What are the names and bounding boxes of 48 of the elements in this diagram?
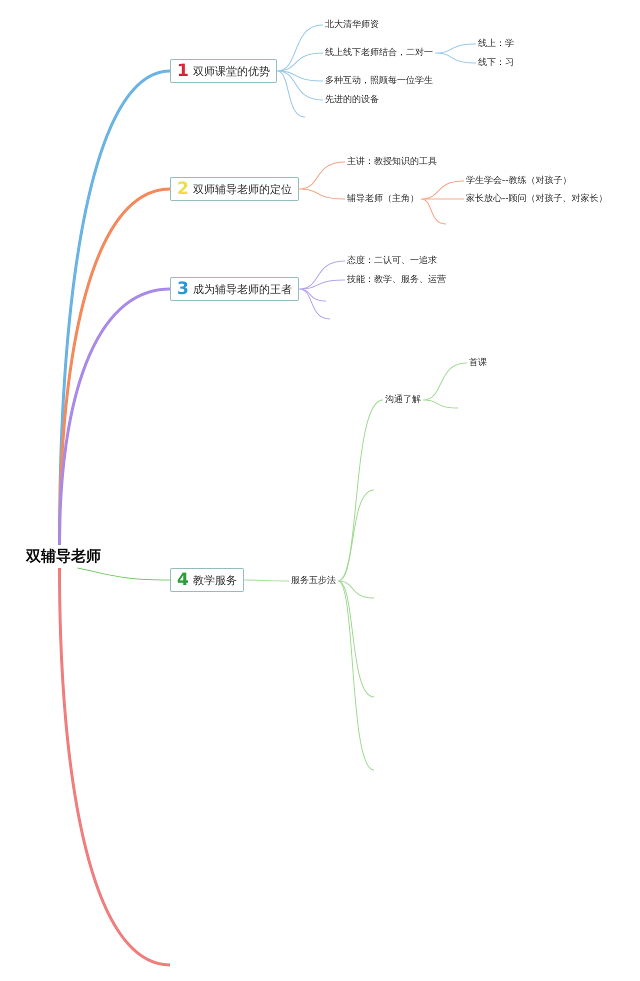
branch-line [58, 288, 170, 546]
branch-line [276, 24, 324, 72]
branch-line [434, 52, 476, 64]
branch-line [420, 198, 464, 200]
subtopic-text: 学生学会--教练（对孩子） [464, 174, 574, 188]
topic-box [170, 59, 277, 83]
topic-number: 3 [177, 279, 189, 299]
subtopic-text: 线下：习 [476, 56, 516, 70]
subtopic-text: 沟通了解 [383, 393, 423, 407]
branch-line [420, 198, 446, 224]
topic-box [170, 568, 244, 592]
subtopic-text: 多种互动，照顾每一位学生 [323, 74, 435, 88]
branch-line [298, 288, 326, 302]
branch-line [77, 568, 170, 580]
subtopic-text: 主讲：教授知识的工具 [345, 155, 439, 169]
subtopic-text: 服务五步法 [289, 574, 338, 588]
topic-number: 2 [177, 179, 189, 199]
branch-line [276, 70, 324, 100]
branch-line [422, 400, 458, 408]
subtopic-text: 北大清华师资 [323, 18, 381, 32]
branch-line [244, 580, 290, 582]
branch-line [422, 362, 468, 400]
subtopic-text: 家长放心--顾问（对孩子、对家长） [464, 192, 610, 206]
subtopic-text: 线上线下老师结合，二对一 [323, 46, 435, 60]
branch-line [298, 288, 330, 320]
branch-line [298, 188, 346, 200]
branch-line [276, 70, 306, 118]
subtopic-text: 线上：学 [476, 37, 516, 51]
topic-number: 4 [177, 570, 189, 590]
topic-label: 双师辅导老师的定位 [192, 182, 292, 196]
subtopic-text: 首课 [467, 356, 489, 370]
topic-label: 双师课堂的优势 [192, 64, 270, 78]
subtopic-text: 技能：教学、服务、运营 [345, 273, 448, 287]
topic-label: 成为辅导老师的王者 [192, 282, 292, 296]
branch-line [338, 490, 374, 582]
topic-label: 教学服务 [192, 572, 237, 588]
subtopic-text: 态度：二认可、一追求 [345, 254, 439, 268]
topic-number: 1 [177, 61, 189, 81]
topic-box [170, 277, 299, 301]
branch-line [338, 580, 374, 598]
subtopic-text: 先进的的设备 [323, 93, 381, 107]
branch-line [58, 568, 170, 966]
subtopic-text: 辅导老师（主角） [345, 192, 421, 206]
topic-box [170, 177, 299, 201]
branch-line [338, 580, 374, 770]
branch-line [338, 580, 374, 698]
central-topic: 双辅导老师 [24, 544, 103, 568]
branch-line [338, 400, 384, 582]
